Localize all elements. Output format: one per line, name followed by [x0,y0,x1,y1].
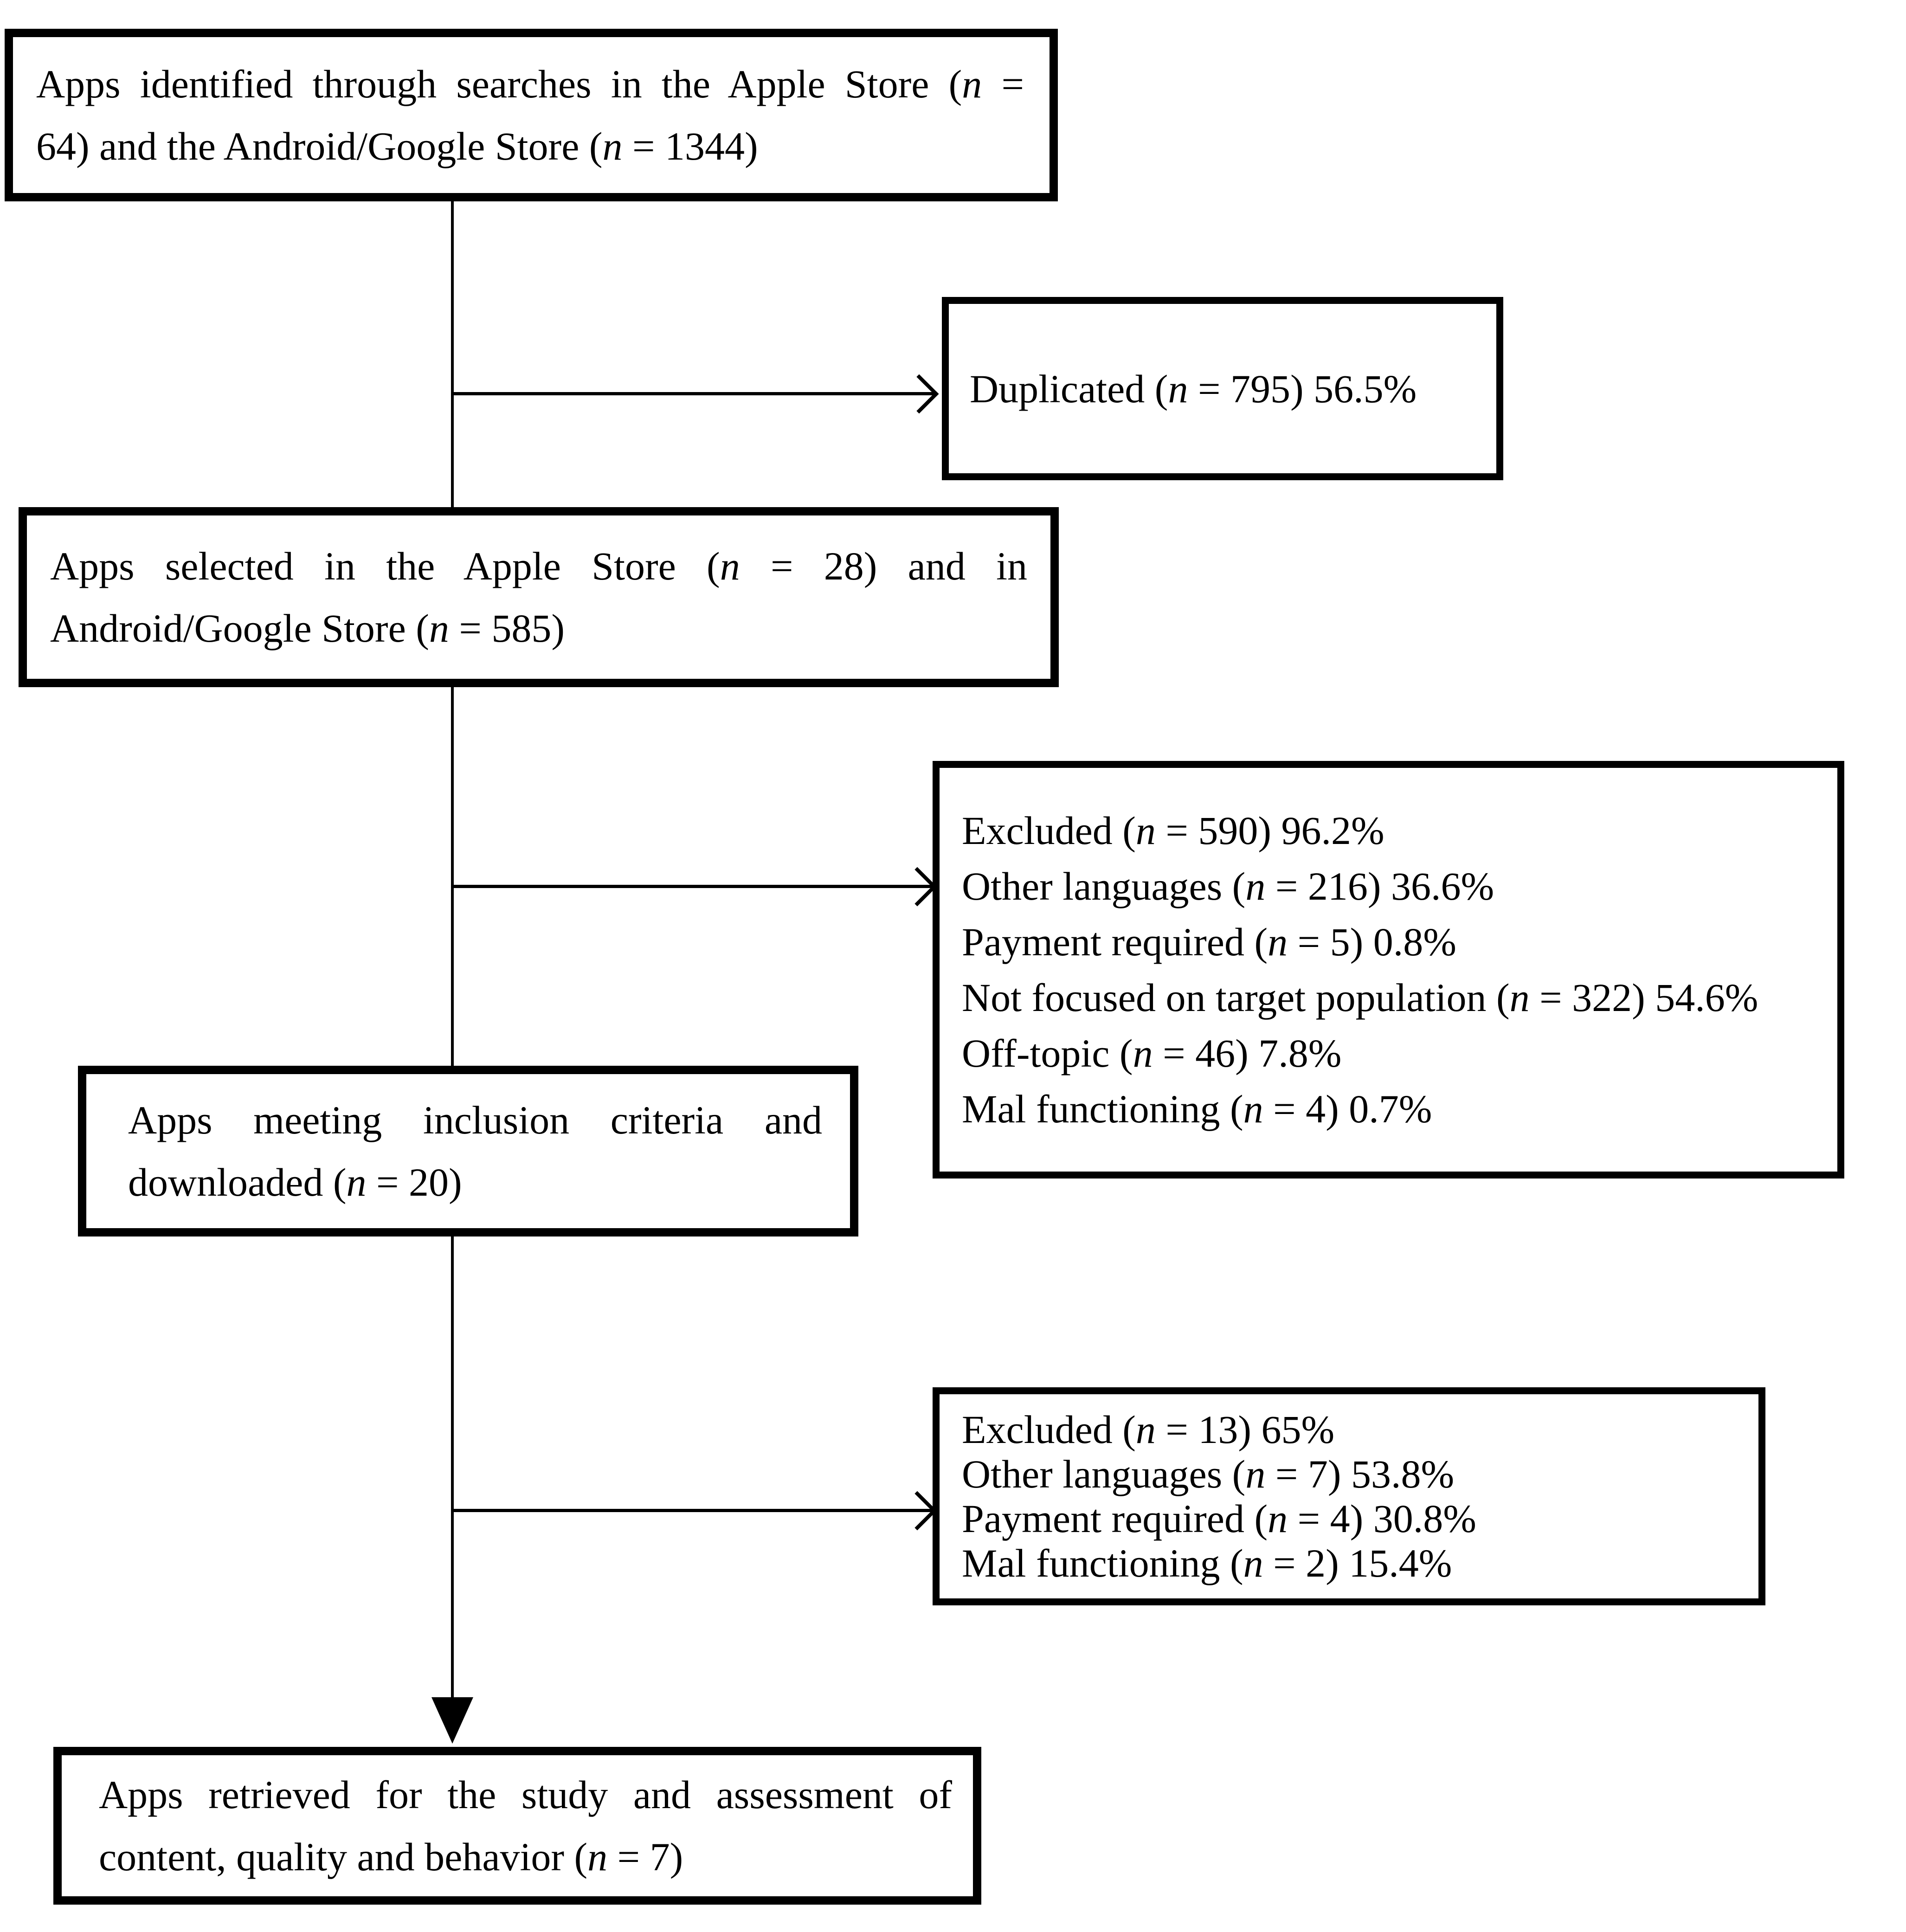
arrow-line-to-excluded-download [454,1509,934,1512]
arrow-line-to-duplicated [454,392,936,395]
box-excluded-download-line1: Excluded (n = 13) 65% [962,1407,1335,1452]
main-flow-line [451,201,454,1707]
box-excluded-screening-line1: Excluded (n = 590) 96.2% [962,808,1384,853]
box-apps-retrieved: Apps retrieved for the study and assessm… [53,1747,981,1905]
box-apps-identified: Apps identified through searches in the … [5,29,1058,201]
box-duplicated-line1: Duplicated (n = 795) 56.5% [970,366,1417,411]
box-excluded-screening: Excluded (n = 590) 96.2% Other languages… [933,761,1844,1179]
box-excluded-screening-line4: Not focused on target population (n = 32… [962,975,1758,1020]
box-excluded-download-line4: Mal functioning (n = 2) 15.4% [962,1541,1452,1585]
arrow-head-to-excluded-screening-icon [897,867,937,907]
box-excluded-screening-line6: Mal functioning (n = 4) 0.7% [962,1087,1432,1131]
box-apps-retrieved-line2: content, quality and behavior (n = 7) [99,1835,683,1879]
arrow-line-to-excluded-screening [454,885,934,888]
box-apps-selected: Apps selected in the Apple Store (n = 28… [19,507,1059,687]
box-apps-meeting-criteria: Apps meeting inclusion criteria and down… [78,1066,858,1236]
box-apps-retrieved-line1: Apps retrieved for the study and assessm… [99,1772,952,1817]
box-excluded-screening-line3: Payment required (n = 5) 0.8% [962,920,1456,964]
box-excluded-screening-line2: Other languages (n = 216) 36.6% [962,864,1494,908]
box-apps-identified-line2: 64) and the Android/Google Store (n = 13… [36,124,758,168]
arrow-head-to-excluded-download-icon [897,1491,937,1531]
box-apps-selected-line2: Android/Google Store (n = 585) [50,606,565,650]
box-excluded-download-line2: Other languages (n = 7) 53.8% [962,1452,1455,1496]
box-excluded-download: Excluded (n = 13) 65% Other languages (n… [933,1387,1765,1605]
box-apps-meeting-criteria-line1: Apps meeting inclusion criteria and [128,1098,822,1142]
box-apps-selected-line1: Apps selected in the Apple Store (n = 28… [50,544,1027,588]
box-apps-identified-line1: Apps identified through searches in the … [36,62,1024,106]
box-duplicated: Duplicated (n = 795) 56.5% [942,297,1503,480]
arrow-head-to-retrieved-icon [431,1697,473,1744]
box-excluded-screening-line5: Off-topic (n = 46) 7.8% [962,1031,1342,1075]
box-excluded-download-line3: Payment required (n = 4) 30.8% [962,1496,1476,1541]
arrow-head-to-duplicated-icon [899,374,939,414]
box-apps-meeting-criteria-line2: downloaded (n = 20) [128,1160,462,1204]
